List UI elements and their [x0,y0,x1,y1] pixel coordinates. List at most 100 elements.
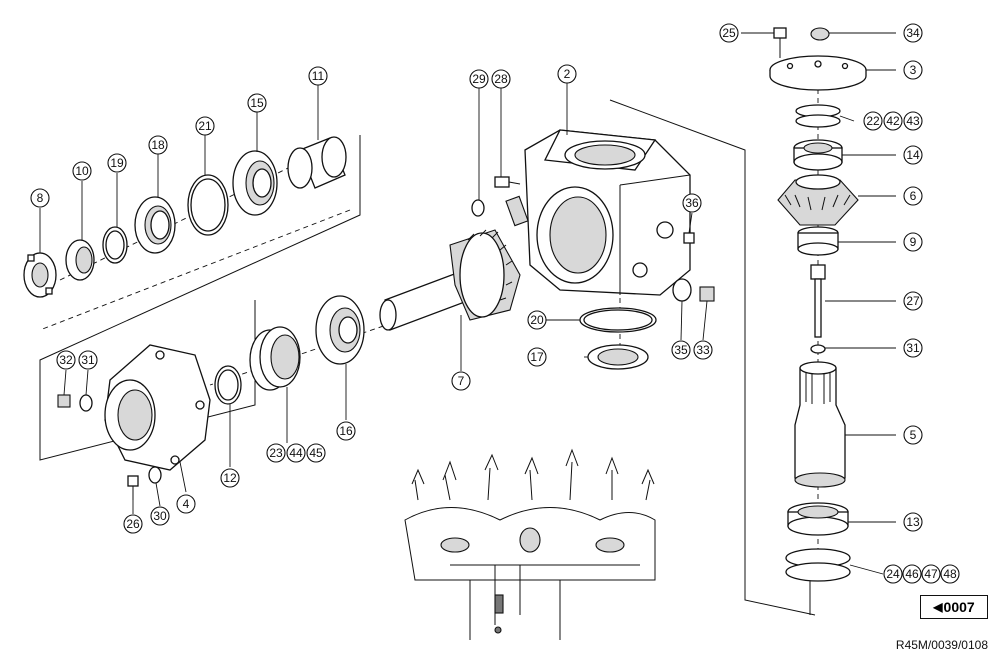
svg-text:45: 45 [309,446,323,460]
svg-text:6: 6 [910,189,917,203]
svg-text:47: 47 [924,567,938,581]
callout-19: 19 [107,153,127,173]
svg-text:27: 27 [906,294,920,308]
mower-inset-sketch [404,448,656,640]
callout-31-left: 31 [78,350,98,370]
callout-4: 4 [176,494,196,514]
callout-8: 8 [30,188,50,208]
washer-30 [148,466,162,484]
callout-42: 42 [883,111,903,131]
svg-text:10: 10 [75,164,89,178]
svg-text:18: 18 [151,138,165,152]
bevel-gear-6 [777,174,859,226]
callout-15: 15 [247,93,267,113]
callout-7: 7 [451,371,471,391]
svg-text:8: 8 [37,191,44,205]
washer-31-left [79,394,93,412]
callout-29: 29 [469,69,489,89]
washer-35 [672,278,692,302]
callout-46: 46 [902,564,922,584]
page-reference-box: ◀ 0007 [920,595,988,619]
page-reference-label: 0007 [943,599,975,615]
svg-text:14: 14 [906,148,920,162]
callout-17: 17 [527,347,547,367]
callout-11: 11 [308,66,328,86]
oring-20 [579,307,657,333]
nut-8 [23,252,57,298]
callout-26: 26 [123,514,143,534]
svg-text:32: 32 [59,353,73,367]
bolt-28 [494,176,521,188]
callout-22: 22 [863,111,883,131]
svg-text:12: 12 [223,471,237,485]
svg-text:13: 13 [906,515,920,529]
plug-33 [699,286,715,302]
svg-text:36: 36 [685,196,699,210]
svg-text:23: 23 [269,446,283,460]
callout-30: 30 [150,506,170,526]
bolt-25 [773,27,787,58]
callout-2: 2 [557,64,577,84]
svg-text:46: 46 [905,567,919,581]
callout-31-right: 31 [903,338,923,358]
callout-25: 25 [719,23,739,43]
leader-lines [39,32,896,575]
housing-4 [104,344,211,471]
left-arrow-icon: ◀ [933,600,943,614]
callout-28: 28 [491,69,511,89]
washer-31-right [810,344,826,354]
callouts: 2 3 4 5 6 7 8 9 10 11 12 13 14 15 16 17 … [30,23,960,584]
svg-text:28: 28 [494,72,508,86]
callout-43: 43 [903,111,923,131]
callout-6: 6 [903,186,923,206]
bearing-13 [787,502,849,536]
callout-3: 3 [903,60,923,80]
svg-text:7: 7 [458,374,465,388]
gearbox-housing-2 [505,129,691,296]
svg-text:21: 21 [198,119,212,133]
svg-text:4: 4 [183,497,190,511]
callout-32: 32 [56,350,76,370]
bolt-32 [57,394,71,408]
output-shaft-5 [794,361,846,488]
callout-20: 20 [527,310,547,330]
svg-text:25: 25 [722,26,736,40]
svg-text:26: 26 [126,517,140,531]
svg-text:22: 22 [866,114,880,128]
svg-text:44: 44 [289,446,303,460]
callout-27: 27 [903,291,923,311]
plug-34 [810,27,830,41]
bolt-26 [127,475,139,500]
svg-text:16: 16 [339,424,353,438]
svg-text:19: 19 [110,156,124,170]
svg-text:33: 33 [696,343,710,357]
pinion-shaft-7 [379,229,521,331]
drawing-code: R45M/0039/0108 [895,638,988,652]
svg-text:11: 11 [312,69,325,83]
callout-16: 16 [336,421,356,441]
callout-48: 48 [940,564,960,584]
svg-text:24: 24 [886,567,900,581]
callout-47: 47 [921,564,941,584]
bearing-14 [793,139,843,171]
callout-35: 35 [671,340,691,360]
ring-19 [102,226,128,264]
svg-text:42: 42 [886,114,900,128]
shims-23-44-45 [249,326,301,391]
svg-text:3: 3 [910,63,917,77]
svg-text:34: 34 [906,26,920,40]
bearing-18 [134,196,176,254]
callout-13: 13 [903,512,923,532]
callout-45: 45 [306,443,326,463]
callout-14: 14 [903,145,923,165]
svg-text:35: 35 [674,343,688,357]
svg-text:29: 29 [472,72,486,86]
callout-21: 21 [195,116,215,136]
svg-text:17: 17 [530,350,544,364]
svg-text:48: 48 [943,567,957,581]
seal-17 [587,344,649,370]
spacer-9 [797,226,839,256]
bearing-16 [315,295,365,365]
svg-text:20: 20 [530,313,544,327]
